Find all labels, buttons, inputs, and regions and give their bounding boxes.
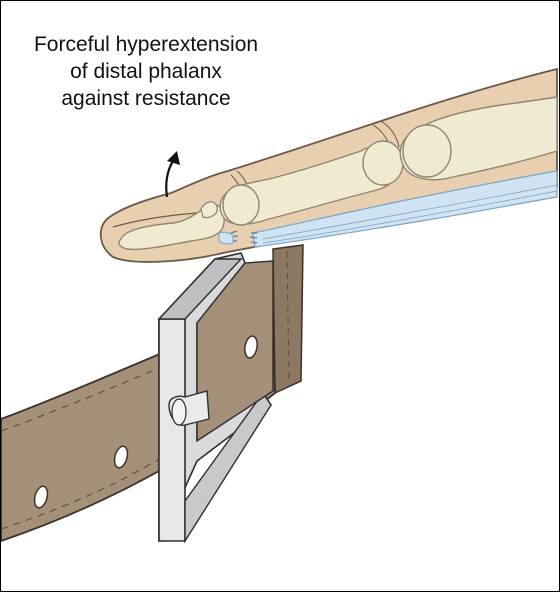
figure-caption: Forceful hyperextension of distal phalan… bbox=[11, 31, 281, 112]
caption-line-3: against resistance bbox=[61, 87, 231, 110]
curved-arrow-up-icon bbox=[165, 151, 180, 198]
finger-bones bbox=[118, 96, 558, 251]
caption-line-1: Forceful hyperextension bbox=[33, 33, 259, 56]
distal-phalanx bbox=[118, 203, 225, 251]
belt-rear-strap bbox=[272, 244, 304, 395]
belt-hole bbox=[33, 485, 49, 509]
belt-hole bbox=[244, 335, 258, 359]
belt-hole bbox=[113, 445, 129, 469]
caption-line-2: of distal phalanx bbox=[70, 60, 222, 83]
extensor-tendon bbox=[218, 170, 558, 248]
belt-buckle bbox=[157, 252, 274, 544]
